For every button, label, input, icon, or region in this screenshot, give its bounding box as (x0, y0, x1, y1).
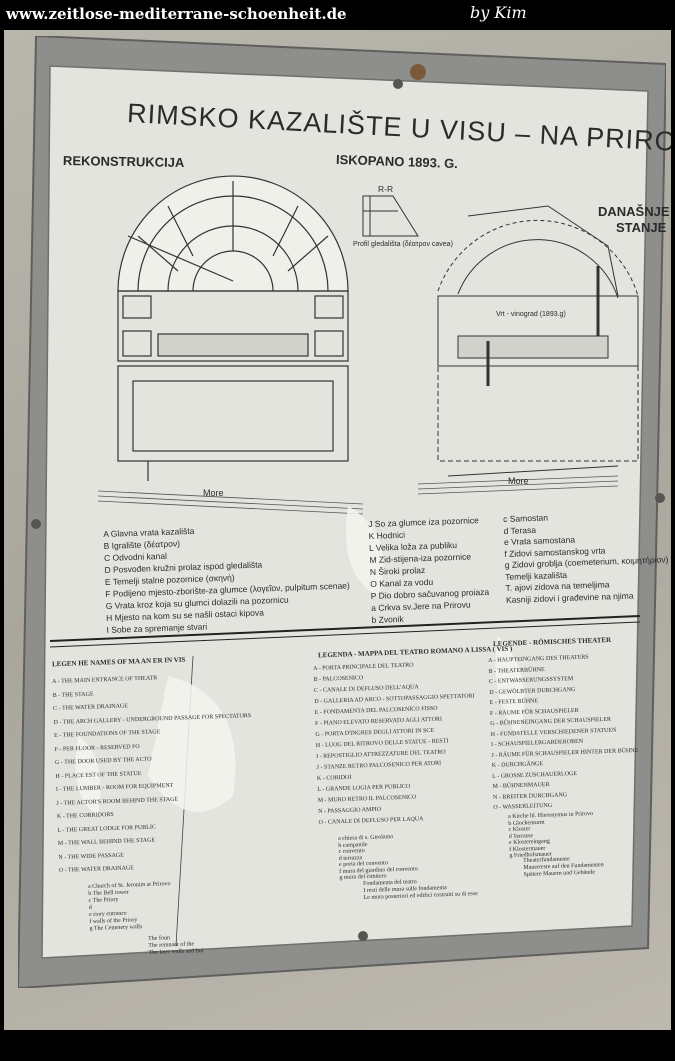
section-caption: Profil gledališta (δέατρον cavea) (353, 241, 453, 248)
information-sign: RIMSKO KAZALIŠTE U VISU – NA PRIROVU REK… (18, 36, 671, 988)
bolt-right (655, 493, 665, 503)
reconstruction-plan (117, 175, 349, 481)
peeling-patches (75, 506, 525, 816)
left-heading: REKONSTRUKCIJA (62, 152, 185, 171)
section-label: R-R (378, 184, 394, 194)
right-heading-1: DANAŠNJE (598, 204, 670, 219)
watermark-bar: www.zeitlose-mediterrane-schoenheit.de b… (0, 0, 675, 30)
photograph: RIMSKO KAZALIŠTE U VISU – NA PRIROVU REK… (4, 30, 671, 1030)
right-heading-2: STANJE (616, 220, 667, 235)
watermark-site: www.zeitlose-mediterrane-schoenheit.de (6, 5, 347, 23)
bolt-bottom (358, 931, 368, 941)
sea-label-right: More (508, 476, 529, 486)
section-profile (362, 195, 419, 237)
current-state-plan (437, 205, 639, 477)
divider-line (49, 615, 641, 642)
watermark-author: by Kim (470, 3, 527, 22)
sign-drawing (18, 36, 666, 988)
bolt-left (31, 519, 41, 529)
vineyard-label: Vrt - vinograd (1893.g) (496, 311, 566, 318)
bolt-top (393, 79, 403, 89)
sea-hatching (97, 475, 619, 515)
sea-label-left: More (203, 488, 224, 498)
snail-shell (410, 64, 426, 80)
